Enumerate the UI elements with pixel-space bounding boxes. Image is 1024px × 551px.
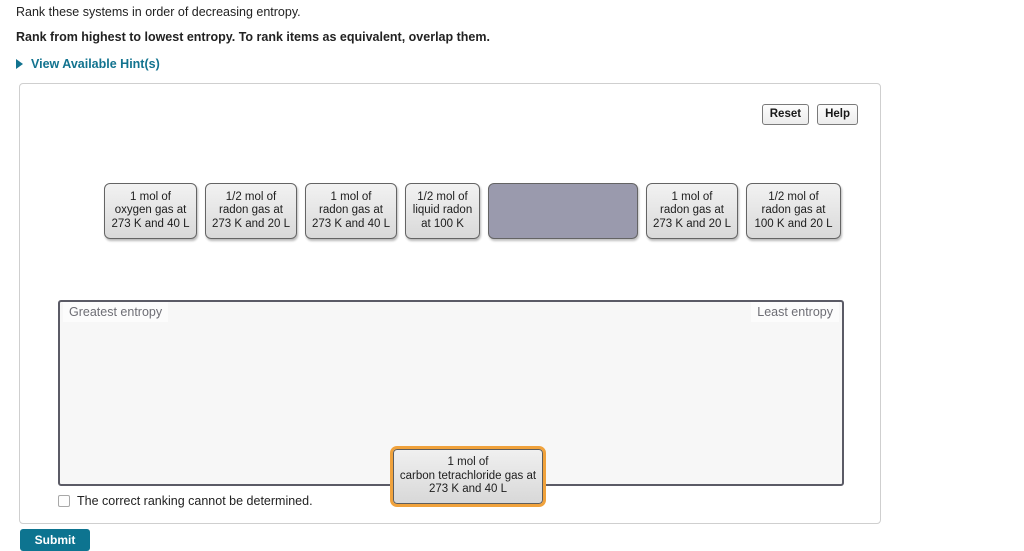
draggable-tile[interactable]: 1/2 mol of radon gas at 100 K and 20 L bbox=[746, 183, 841, 239]
ranking-drop-zone[interactable]: Greatest entropy Least entropy 1 mol of … bbox=[58, 300, 844, 507]
cannot-determine-label: The correct ranking cannot be determined… bbox=[77, 494, 313, 508]
view-hints-toggle[interactable]: View Available Hint(s) bbox=[16, 57, 160, 71]
triangle-right-icon bbox=[16, 59, 23, 69]
tile-placeholder[interactable] bbox=[488, 183, 638, 239]
reset-button[interactable]: Reset bbox=[761, 104, 810, 125]
draggable-tile-label: 1 mol of oxygen gas at 273 K and 40 L bbox=[111, 190, 190, 230]
ranking-activity-panel: Reset Help 1 mol of oxygen gas at 273 K … bbox=[19, 83, 881, 524]
ranked-tile-label: 1 mol of carbon tetrachloride gas at 273… bbox=[399, 456, 537, 496]
help-button[interactable]: Help bbox=[817, 104, 858, 125]
least-entropy-label: Least entropy bbox=[751, 302, 839, 322]
submit-button[interactable]: Submit bbox=[20, 529, 90, 551]
draggable-tile[interactable]: 1 mol of oxygen gas at 273 K and 40 L bbox=[104, 183, 197, 239]
tile-bank: 1 mol of oxygen gas at 273 K and 40 L 1/2… bbox=[84, 183, 874, 245]
draggable-tile-label: 1 mol of radon gas at 273 K and 20 L bbox=[652, 190, 731, 230]
draggable-tile[interactable]: 1/2 mol of radon gas at 273 K and 20 L bbox=[205, 183, 297, 239]
draggable-tile-label: 1/2 mol of liquid radon at 100 K bbox=[412, 190, 473, 230]
draggable-tile[interactable]: 1 mol of radon gas at 273 K and 40 L bbox=[305, 183, 397, 239]
question-instructions: Rank from highest to lowest entropy. To … bbox=[16, 30, 490, 44]
question-prompt: Rank these systems in order of decreasin… bbox=[16, 5, 301, 19]
cannot-determine-checkbox[interactable] bbox=[58, 495, 70, 507]
view-hints-label: View Available Hint(s) bbox=[31, 57, 160, 71]
draggable-tile-label: 1 mol of radon gas at 273 K and 40 L bbox=[311, 190, 390, 230]
draggable-tile-label: 1/2 mol of radon gas at 273 K and 20 L bbox=[211, 190, 290, 230]
cannot-determine-row[interactable]: The correct ranking cannot be determined… bbox=[58, 494, 313, 508]
draggable-tile[interactable]: 1 mol of radon gas at 273 K and 20 L bbox=[646, 183, 738, 239]
ranked-tile[interactable]: 1 mol of carbon tetrachloride gas at 273… bbox=[390, 446, 546, 507]
panel-toolbar: Reset Help bbox=[761, 104, 858, 125]
greatest-entropy-label: Greatest entropy bbox=[63, 302, 169, 322]
draggable-tile-label: 1/2 mol of radon gas at 100 K and 20 L bbox=[754, 190, 833, 230]
draggable-tile[interactable]: 1/2 mol of liquid radon at 100 K bbox=[405, 183, 480, 239]
